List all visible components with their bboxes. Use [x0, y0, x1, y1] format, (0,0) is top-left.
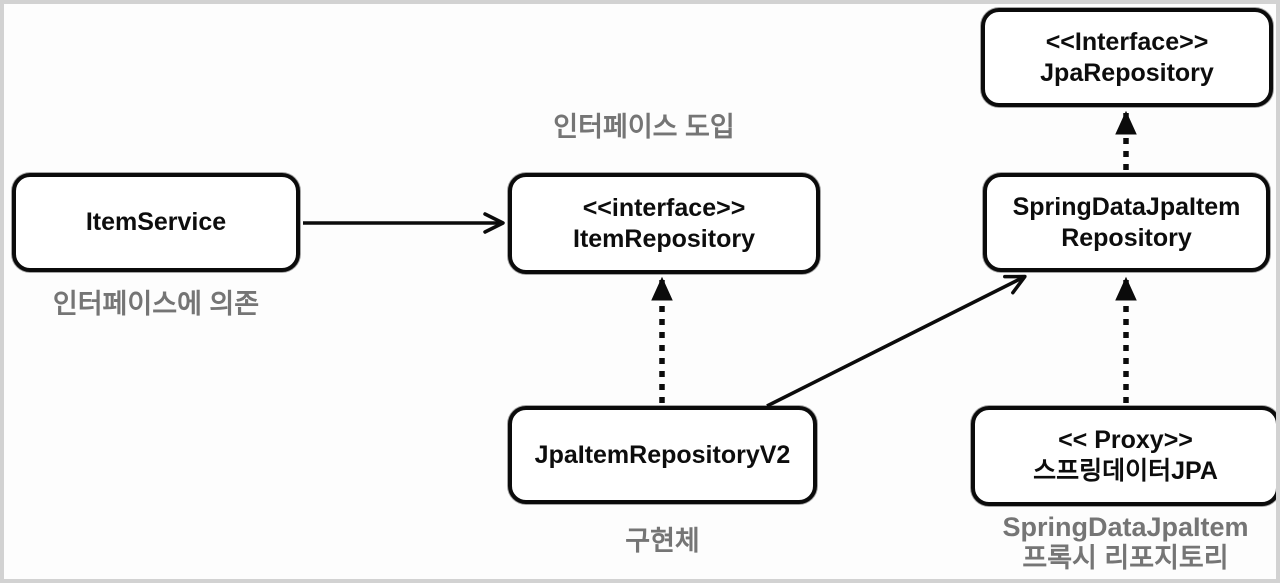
node-jpa-item-repository-v2-label: JpaItemRepositoryV2 [534, 440, 791, 469]
annotation-depends-on-interface: 인터페이스에 의존 [52, 289, 260, 319]
node-proxy-label: 스프링데이터JPA [1033, 457, 1218, 485]
node-spring-data-jpa-item-repository-label-line2: Repository [1061, 223, 1192, 252]
node-spring-data-jpa-item-repository: SpringDataJpaItem Repository [983, 173, 1270, 272]
annotation-proxy-repository-line1: SpringDataJpaItem [1002, 512, 1249, 542]
annotation-proxy-repository-line2: 프록시 리포지토리 [1022, 543, 1229, 573]
node-spring-data-jpa-item-repository-label-line1: SpringDataJpaItem [1012, 192, 1241, 221]
node-item-repository-label: ItemRepository [573, 224, 755, 253]
edge-jpaitemrepositoryv2-to-springdatajpaitemrepository [766, 274, 1027, 408]
node-item-repository-stereotype: <<interface>> [582, 193, 746, 222]
node-item-repository: <<interface>> ItemRepository [508, 173, 820, 274]
node-jpa-repository-label: JpaRepository [1040, 58, 1214, 87]
node-proxy-spring-data-jpa: << Proxy>> 스프링데이터JPA [971, 406, 1276, 506]
annotation-proxy-repository: SpringDataJpaItem 프록시 리포지토리 [951, 512, 1276, 574]
node-item-service-label: ItemService [85, 208, 227, 236]
node-jpa-repository: <<Interface>> JpaRepository [981, 8, 1273, 107]
node-item-service: ItemService [12, 173, 300, 272]
node-proxy-stereotype: << Proxy>> [1058, 426, 1193, 454]
annotation-implementation: 구현체 [625, 526, 700, 556]
annotation-interface-introduction: 인터페이스 도입 [553, 112, 735, 142]
node-jpa-repository-stereotype: <<Interface>> [1045, 27, 1209, 56]
node-jpa-item-repository-v2: JpaItemRepositoryV2 [508, 406, 817, 504]
